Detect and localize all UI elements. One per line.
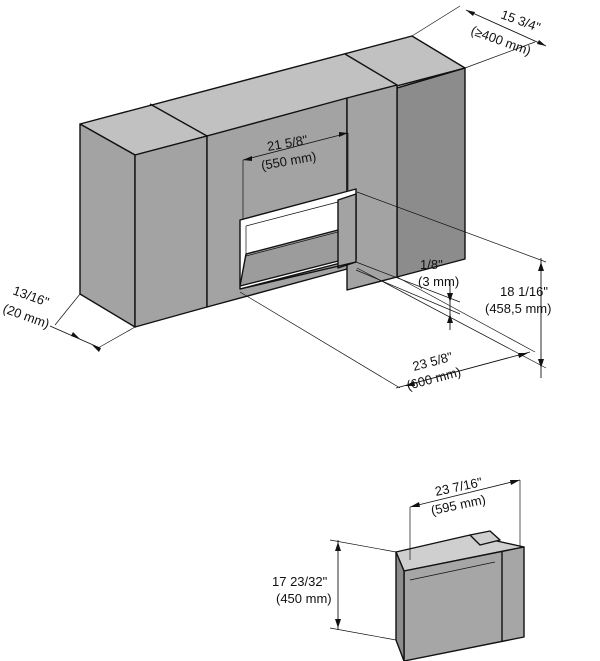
cabinet-side-face (396, 67, 466, 278)
left-cabinet-front (134, 135, 208, 328)
appliance-left-side (395, 551, 405, 661)
appliance-rear-connector (469, 530, 501, 546)
niche-inner-frame (245, 201, 339, 257)
left-front-panel (79, 123, 136, 328)
niche-right-wall (337, 193, 357, 269)
cabinet-illustration (79, 35, 466, 328)
top-divider-right (344, 53, 398, 86)
appliance-illustration (395, 530, 525, 661)
niche-depth-imperial: 15 3/4" (499, 7, 543, 35)
niche-width-imperial: 21 5/8" (266, 132, 309, 154)
niche-height-imperial: 18 1/16" (500, 284, 548, 299)
gap-imperial: 1/8" (420, 257, 443, 272)
appliance-trim-line (409, 561, 496, 581)
top-divider-left (149, 103, 208, 137)
niche-shelf-line (239, 261, 357, 290)
dimension-lines (49, 5, 547, 641)
appliance-height-metric: (450 mm) (276, 591, 332, 606)
gap-metric: (3 mm) (418, 274, 459, 289)
top-divider-far (396, 67, 466, 89)
appliance-height-imperial: 17 23/32" (272, 574, 328, 589)
niche-height-metric: (458,5 mm) (485, 301, 551, 316)
